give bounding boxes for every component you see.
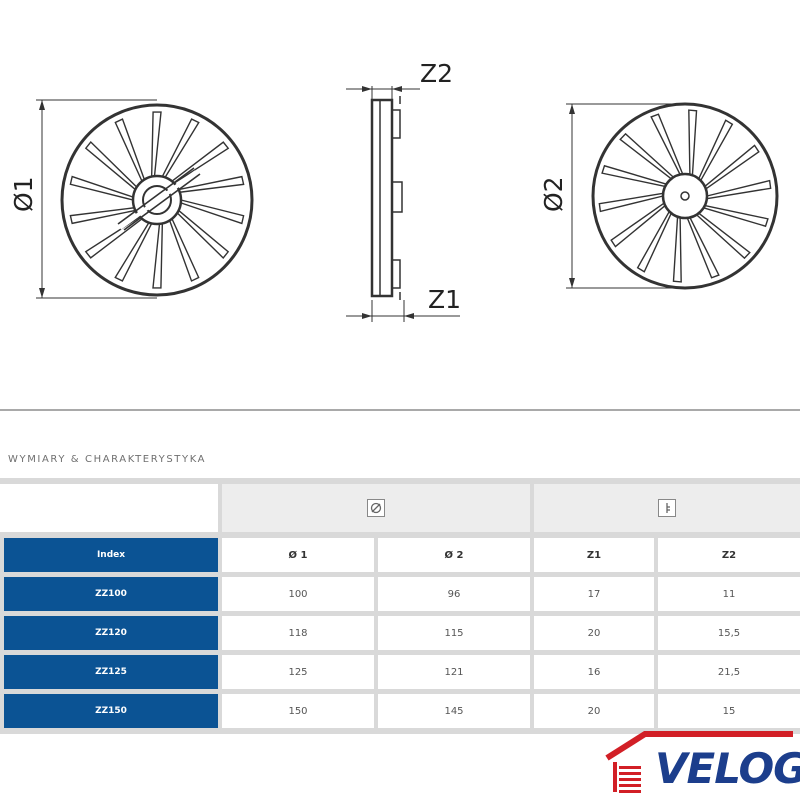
depth-group-header [534, 484, 800, 532]
blade-line [84, 141, 138, 191]
blade-line [688, 109, 698, 176]
side-view [346, 86, 460, 322]
blade-line [672, 216, 682, 283]
table-cell: 150 [222, 694, 374, 728]
blade-line [704, 144, 760, 190]
table-cell: 100 [222, 577, 374, 611]
dimensions-table: Index Ø 1 Ø 2 Z1 Z2 ZZ100 100 96 17 11 Z… [0, 478, 800, 734]
blade-line [171, 141, 230, 184]
row-index-cell: ZZ100 [4, 577, 218, 611]
front-view-left [36, 99, 254, 299]
blade-line [598, 192, 664, 213]
label-z1: Z1 [428, 285, 461, 314]
blade-line [150, 111, 162, 177]
header-z1: Z1 [534, 538, 654, 572]
blade-line [161, 118, 200, 178]
row-index-cell: ZZ120 [4, 616, 218, 650]
table-cell: 11 [658, 577, 800, 611]
table-cell: 115 [378, 616, 530, 650]
blade-line [703, 204, 769, 228]
blade-line [114, 222, 153, 282]
row-index-cell: ZZ150 [4, 694, 218, 728]
table-cell: 15,5 [658, 616, 800, 650]
header-diameter-2: Ø 2 [378, 538, 530, 572]
section-divider [0, 409, 800, 411]
blade-line [601, 164, 667, 188]
front-view-right [566, 102, 779, 290]
blade-line [706, 179, 772, 200]
row-index-cell: ZZ125 [4, 655, 218, 689]
table-cell: 118 [222, 616, 374, 650]
table-cell: 21,5 [658, 655, 800, 689]
table-cell: 121 [378, 655, 530, 689]
blade-line [686, 217, 720, 279]
section-title: WYMIARY & CHARAKTERYSTYKA [8, 454, 207, 465]
label-z2: Z2 [420, 59, 453, 88]
header-diameter-1: Ø 1 [222, 538, 374, 572]
blade-lines-left [69, 111, 245, 289]
label-diameter-1: Ø1 [9, 176, 38, 212]
blade-line [650, 113, 684, 175]
table-cell: 20 [534, 616, 654, 650]
header-z2: Z2 [658, 538, 800, 572]
blade-line [180, 199, 245, 225]
table-cell: 20 [534, 694, 654, 728]
technical-drawing: Ø1 Z2 Z1 Ø2 [9, 59, 779, 322]
table-cell: 16 [534, 655, 654, 689]
blade-line [69, 175, 134, 201]
blade-line [178, 175, 245, 193]
blade-line [69, 207, 136, 225]
blade-line [168, 218, 200, 282]
blade-line [619, 132, 674, 180]
table-cell: 125 [222, 655, 374, 689]
table-corner-cell [0, 484, 218, 532]
table-cell: 145 [378, 694, 530, 728]
table-cell: 15 [658, 694, 800, 728]
table-cell: 17 [534, 577, 654, 611]
depth-icon [658, 499, 676, 517]
blade-line [152, 223, 164, 289]
house-roof-icon [605, 731, 793, 793]
velog-logo: VELOG [605, 728, 800, 794]
table-cell: 96 [378, 577, 530, 611]
blade-line [84, 216, 143, 259]
blade-line [176, 209, 230, 259]
blade-line [696, 212, 751, 260]
logo-text: VELOG [655, 744, 800, 793]
blade-line [698, 119, 734, 181]
header-index: Index [4, 538, 218, 572]
blade-lines-right [598, 109, 772, 283]
blade-line [610, 202, 666, 248]
blade-line [636, 211, 672, 273]
diameter-icon [367, 499, 385, 517]
blade-line [114, 118, 146, 182]
diameter-group-header [222, 484, 530, 532]
label-diameter-2: Ø2 [539, 176, 568, 212]
